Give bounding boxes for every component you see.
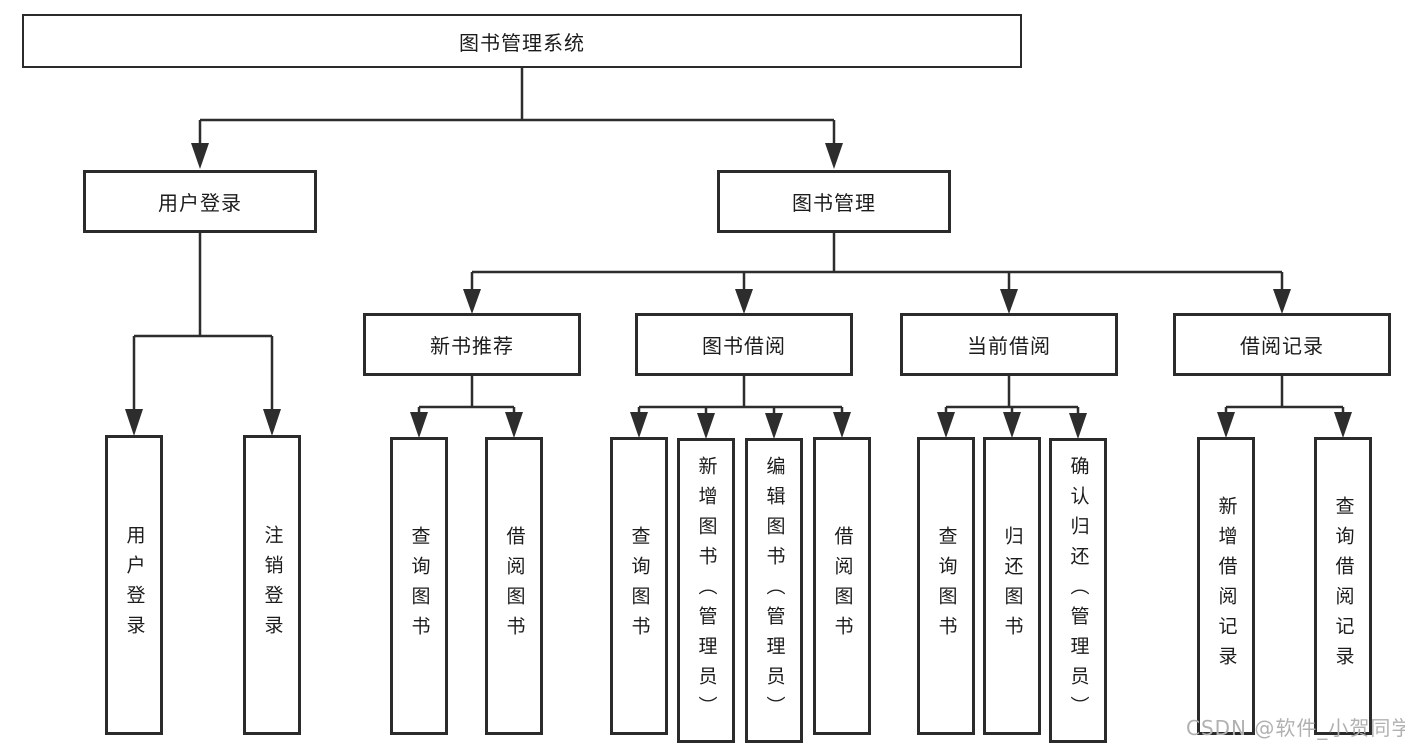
arrow-down-icon	[1273, 289, 1291, 314]
node-new-book-recommend: 新书推荐	[363, 313, 581, 376]
arrow-down-icon	[410, 412, 428, 438]
arrow-down-icon	[1217, 412, 1235, 438]
node-user-login: 用户登录	[83, 170, 317, 233]
watermark: CSDN @软件_小贺同学	[1186, 716, 1405, 740]
leaf-borrow-books-1: 借阅图书	[485, 437, 543, 735]
leaf-user-login: 用户登录	[105, 435, 163, 735]
leaf-label: 新增图书（管理员）	[695, 455, 718, 726]
leaf-add-borrow-record: 新增借阅记录	[1197, 437, 1255, 735]
connector-current-borrowing	[937, 376, 1087, 439]
arrow-down-icon	[125, 409, 143, 436]
leaf-borrow-books-2: 借阅图书	[813, 437, 871, 735]
leaf-query-books-1: 查询图书	[390, 437, 448, 735]
connector-user-login	[125, 233, 281, 436]
node-book-management: 图书管理	[717, 170, 951, 233]
leaf-label: 借阅图书	[503, 526, 526, 646]
arrow-down-icon	[735, 289, 753, 314]
leaf-logout: 注销登录	[243, 435, 301, 735]
leaf-return-books: 归还图书	[983, 437, 1041, 735]
arrow-down-icon	[937, 412, 955, 438]
leaf-label: 注销登录	[261, 525, 284, 645]
leaf-label: 查询图书	[935, 526, 958, 646]
arrow-down-icon	[1000, 289, 1018, 314]
arrow-down-icon	[825, 143, 843, 169]
arrow-down-icon	[1334, 412, 1352, 438]
node-book-borrowing: 图书借阅	[635, 313, 853, 376]
leaf-label: 查询图书	[408, 526, 431, 646]
arrow-down-icon	[833, 412, 851, 438]
leaf-label: 确认归还（管理员）	[1067, 455, 1090, 726]
leaf-label: 归还图书	[1001, 526, 1024, 646]
node-current-borrowing: 当前借阅	[900, 313, 1118, 376]
leaf-query-borrow-record: 查询借阅记录	[1314, 437, 1372, 735]
leaf-label: 借阅图书	[831, 526, 854, 646]
arrow-down-icon	[263, 409, 281, 436]
leaf-label: 查询图书	[628, 526, 651, 646]
arrow-down-icon	[765, 413, 783, 439]
leaf-label: 新增借阅记录	[1215, 496, 1238, 676]
connector-new-book-recommend	[410, 376, 523, 438]
leaf-edit-book-admin: 编辑图书（管理员）	[745, 438, 803, 743]
leaf-label: 用户登录	[123, 525, 146, 645]
node-book-management-system: 图书管理系统	[22, 14, 1022, 68]
arrow-down-icon	[697, 413, 715, 439]
arrow-down-icon	[191, 143, 209, 169]
connector-book-borrowing	[630, 376, 851, 439]
node-borrowing-records: 借阅记录	[1173, 313, 1391, 376]
arrow-down-icon	[463, 289, 481, 314]
leaf-label: 编辑图书（管理员）	[763, 455, 786, 726]
leaf-query-books-3: 查询图书	[917, 437, 975, 735]
connector-book-management	[463, 233, 1291, 314]
arrow-down-icon	[505, 412, 523, 438]
arrow-down-icon	[1069, 413, 1087, 439]
leaf-add-book-admin: 新增图书（管理员）	[677, 438, 735, 743]
leaf-confirm-return-admin: 确认归还（管理员）	[1049, 438, 1107, 743]
connector-root	[191, 68, 843, 169]
arrow-down-icon	[1003, 412, 1021, 438]
leaf-query-books-2: 查询图书	[610, 437, 668, 735]
arrow-down-icon	[630, 412, 648, 438]
leaf-label: 查询借阅记录	[1332, 496, 1355, 676]
connector-borrowing-records	[1217, 376, 1352, 438]
